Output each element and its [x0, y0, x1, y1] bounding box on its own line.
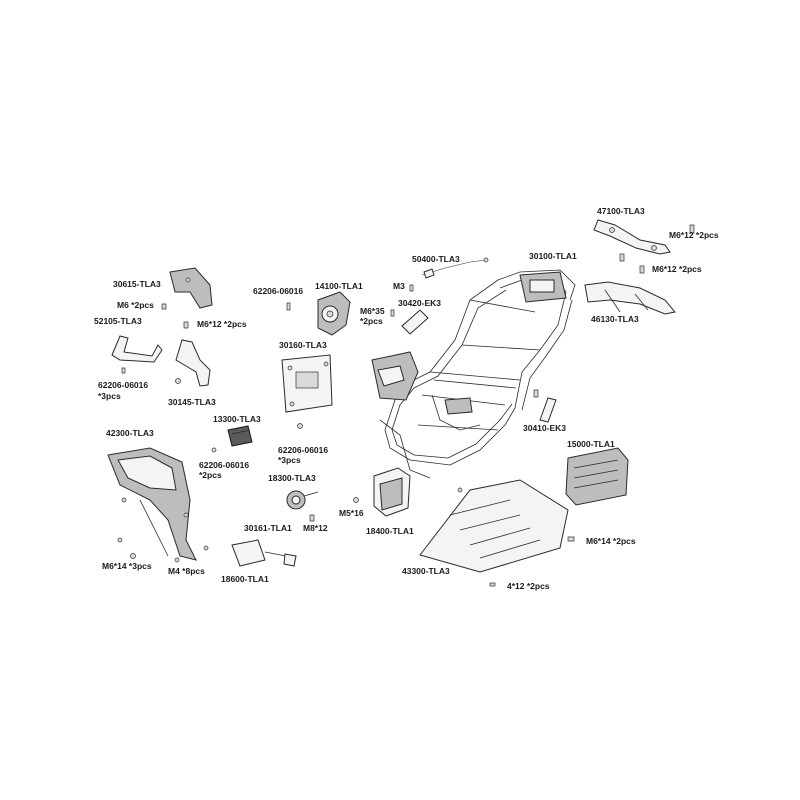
label-18400: 18400-TLA1	[366, 526, 414, 536]
plate-30160	[281, 354, 333, 413]
bolt-m6x12-b	[639, 265, 645, 274]
bolt-62206-b	[286, 302, 291, 311]
label-30410: 30410-EK3	[523, 423, 566, 433]
bracket-30145	[175, 339, 211, 387]
label-m4: M4 *8pcs	[168, 566, 205, 576]
controller-15000	[565, 447, 629, 506]
bracket-52105	[111, 335, 163, 363]
label-30420: 30420-EK3	[398, 298, 441, 308]
label-62206-b: 62206-06016	[98, 380, 148, 390]
label-m6x35-qty: *2pcs	[360, 316, 383, 326]
label-30145: 30145-TLA3	[168, 397, 216, 407]
label-13300: 13300-TLA3	[213, 414, 261, 424]
label-50400: 50400-TLA3	[412, 254, 460, 264]
bolt-62206-d	[211, 447, 217, 453]
bolt-m6x14-a	[567, 536, 575, 542]
label-m8x12: M8*12	[303, 523, 328, 533]
label-62206-a: 62206-06016	[253, 286, 303, 296]
bolt-62206-a	[175, 378, 181, 384]
box-18400	[373, 467, 411, 517]
screw-4x12	[489, 582, 496, 587]
label-m6x12-b: M6*12 *2pcs	[652, 264, 702, 274]
label-30160: 30160-TLA3	[279, 340, 327, 350]
bolt-stand	[533, 389, 539, 398]
label-15000: 15000-TLA1	[567, 439, 615, 449]
screw-m3	[409, 284, 414, 292]
screw-m4-b	[203, 545, 209, 551]
label-4x12: 4*12 *2pcs	[507, 581, 550, 591]
bolt-m8x12	[309, 514, 315, 522]
bolt-m6x12-c	[619, 253, 625, 262]
grip-30420	[401, 309, 429, 335]
rack-46130	[584, 281, 676, 315]
label-m6x14-b: M6*14 *3pcs	[102, 561, 152, 571]
label-30161: 30161-TLA1	[244, 523, 292, 533]
stand-30410	[539, 397, 557, 423]
label-47100: 47100-TLA3	[597, 206, 645, 216]
bolt-m6x12-a	[689, 224, 695, 234]
screw-floor	[457, 487, 463, 493]
label-62206-b-qty: *3pcs	[98, 391, 121, 401]
label-46130: 46130-TLA3	[591, 314, 639, 324]
label-m6x35: M6*35	[360, 306, 385, 316]
label-62206-d-qty: *2pcs	[199, 470, 222, 480]
cable-50400	[421, 257, 489, 279]
screw-m4	[174, 557, 180, 563]
label-m6-2pcs: M6 *2pcs	[117, 300, 154, 310]
label-m6x14-a: M6*14 *2pcs	[586, 536, 636, 546]
label-62206-c: 62206-06016	[278, 445, 328, 455]
label-62206-c-qty: *3pcs	[278, 455, 301, 465]
label-52105: 52105-TLA3	[94, 316, 142, 326]
bolt-52105	[121, 367, 126, 374]
label-18300: 18300-TLA3	[268, 473, 316, 483]
label-42300: 42300-TLA3	[106, 428, 154, 438]
screw-m4-c	[117, 537, 123, 543]
label-m6x12-c: M6*12 *2pcs	[197, 319, 247, 329]
bolt-62206-c	[297, 423, 303, 429]
label-m6x12-a: M6*12 *2pcs	[669, 230, 719, 240]
bolt-m5x16	[353, 497, 359, 503]
label-14100: 14100-TLA1	[315, 281, 363, 291]
bolt-m6x35	[390, 309, 395, 317]
throttle-14100	[317, 291, 351, 336]
label-30100: 30100-TLA1	[529, 251, 577, 261]
label-43300: 43300-TLA3	[402, 566, 450, 576]
front-cover-42300	[107, 447, 197, 561]
regulator-13300	[227, 425, 253, 447]
label-m5x16: M5*16	[339, 508, 364, 518]
bolt-m6x14-b	[130, 553, 136, 559]
battery-18600	[231, 539, 297, 567]
label-m3: M3	[393, 281, 405, 291]
label-30615: 30615-TLA3	[113, 279, 161, 289]
main-frame-30100	[371, 269, 576, 479]
horn-18300	[286, 490, 319, 510]
bolt-m6-2pcs	[161, 303, 167, 310]
bracket-30615	[169, 267, 213, 309]
label-62206-d: 62206-06016	[199, 460, 249, 470]
label-18600: 18600-TLA1	[221, 574, 269, 584]
bracket-47100	[593, 219, 671, 255]
floor-panel-43300	[419, 479, 569, 573]
bolt-m6x12-d	[183, 321, 189, 329]
